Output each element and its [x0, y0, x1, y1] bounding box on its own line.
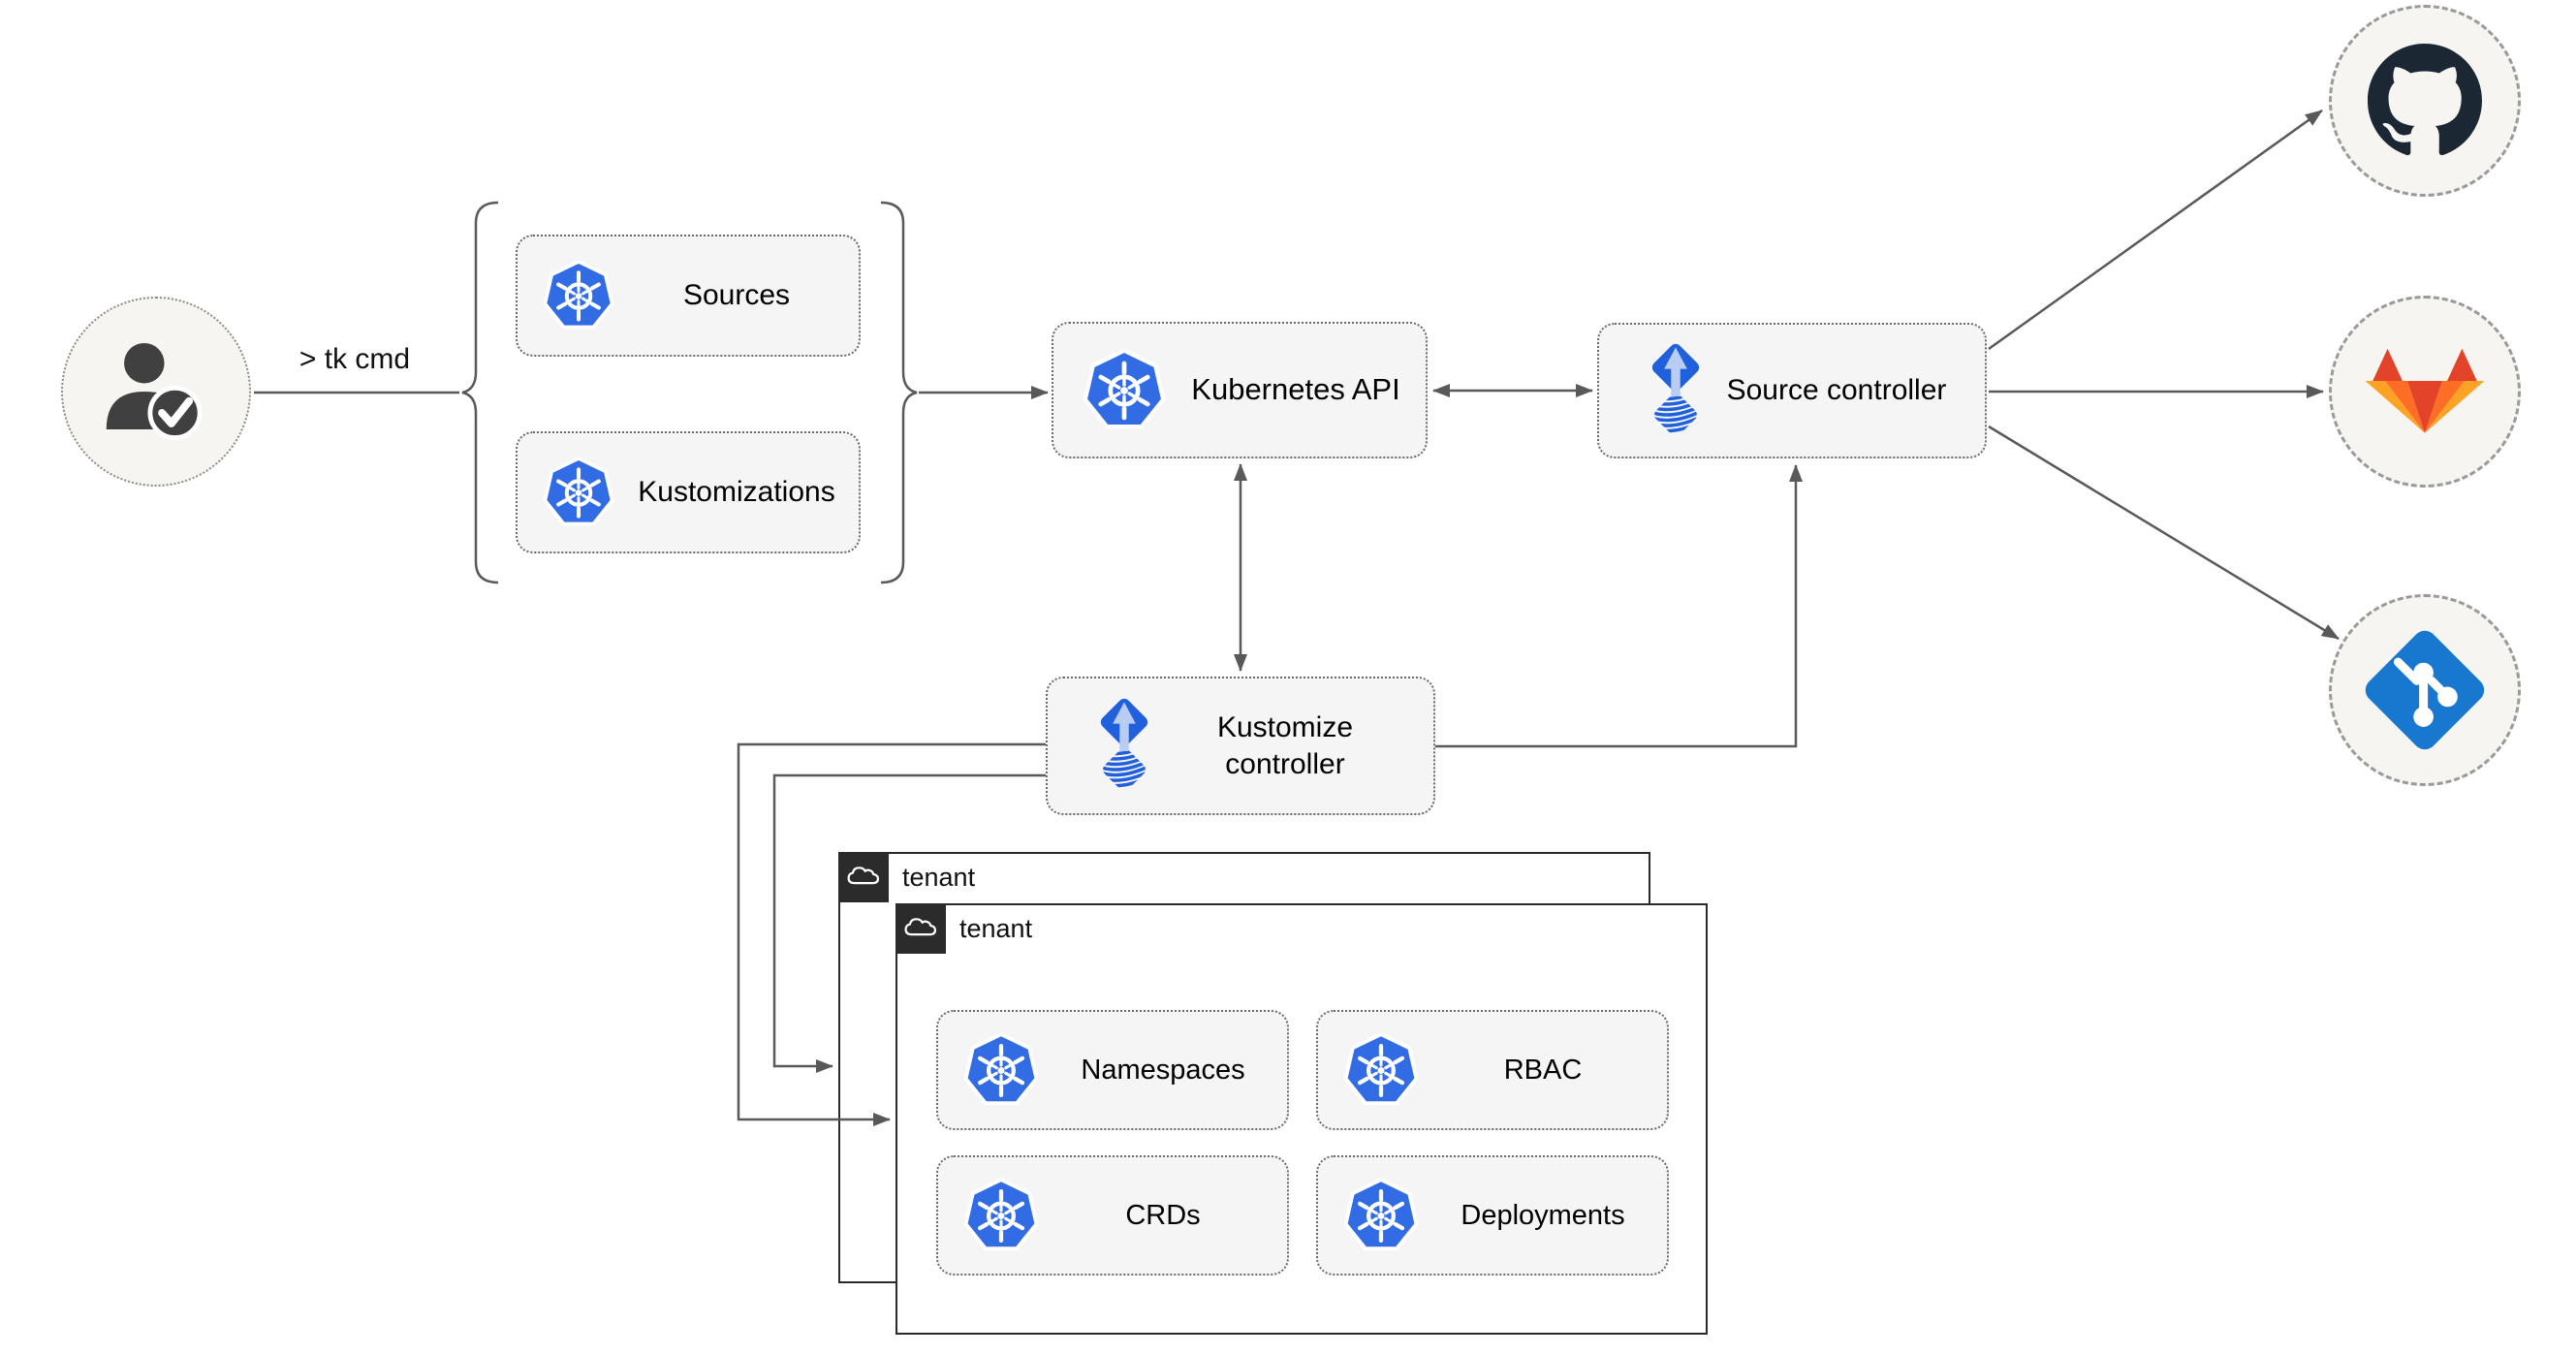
github-icon — [2368, 44, 2482, 158]
namespaces-label: Namespaces — [1081, 1054, 1245, 1086]
source-controller-label: Source controller — [1726, 374, 1947, 407]
kubernetes-icon — [1083, 347, 1166, 434]
kubernetes-icon — [963, 1177, 1039, 1255]
tenant-front-label: tenant — [959, 914, 1033, 943]
kubernetes-icon — [1343, 1177, 1419, 1255]
kustomize-controller-label: Kustomize controller — [1216, 711, 1354, 780]
source-controller-box: Source controller — [1597, 323, 1987, 458]
flux-icon — [1636, 341, 1715, 441]
git-icon — [2358, 623, 2492, 757]
kubernetes-api-box: Kubernetes API — [1052, 322, 1428, 458]
kustomizations-label: Kustomizations — [638, 476, 835, 509]
bracket-left — [461, 201, 499, 584]
kubernetes-icon — [1343, 1031, 1419, 1110]
gitlab-node — [2329, 296, 2521, 488]
gitlab-icon — [2363, 346, 2487, 438]
git-node — [2329, 594, 2521, 786]
tenant-back-label: tenant — [902, 863, 976, 892]
crds-label: CRDs — [1125, 1199, 1201, 1231]
rbac-box: RBAC — [1316, 1010, 1669, 1130]
kubernetes-icon — [543, 259, 614, 333]
kustomizations-box: Kustomizations — [516, 431, 861, 553]
deployments-label: Deployments — [1461, 1199, 1625, 1231]
user-check-icon — [97, 332, 215, 451]
sources-label: Sources — [682, 279, 791, 312]
connector-source-to-git — [1988, 425, 2340, 641]
kubernetes-api-label: Kubernetes API — [1191, 372, 1400, 407]
tenant-container-front: tenant Namespaces RBAC CRDs Deployments — [895, 903, 1708, 1335]
rbac-label: RBAC — [1503, 1054, 1583, 1086]
connector-source-to-github — [1988, 109, 2323, 351]
flux-icon — [1084, 696, 1164, 796]
cloud-icon — [838, 852, 889, 902]
sources-box: Sources — [516, 235, 861, 357]
kustomize-controller-box: Kustomize controller — [1046, 677, 1435, 815]
connector-kustomize-to-source-controller — [1435, 464, 1803, 748]
kubernetes-icon — [963, 1031, 1039, 1110]
namespaces-box: Namespaces — [936, 1010, 1289, 1130]
tk-cmd-label: > tk cmd — [298, 343, 411, 375]
kubernetes-icon — [543, 456, 614, 530]
deployments-box: Deployments — [1316, 1155, 1669, 1276]
crds-box: CRDs — [936, 1155, 1289, 1276]
user-node — [61, 297, 251, 487]
bracket-right — [880, 201, 918, 584]
cloud-icon — [895, 903, 946, 954]
github-node — [2329, 5, 2521, 197]
